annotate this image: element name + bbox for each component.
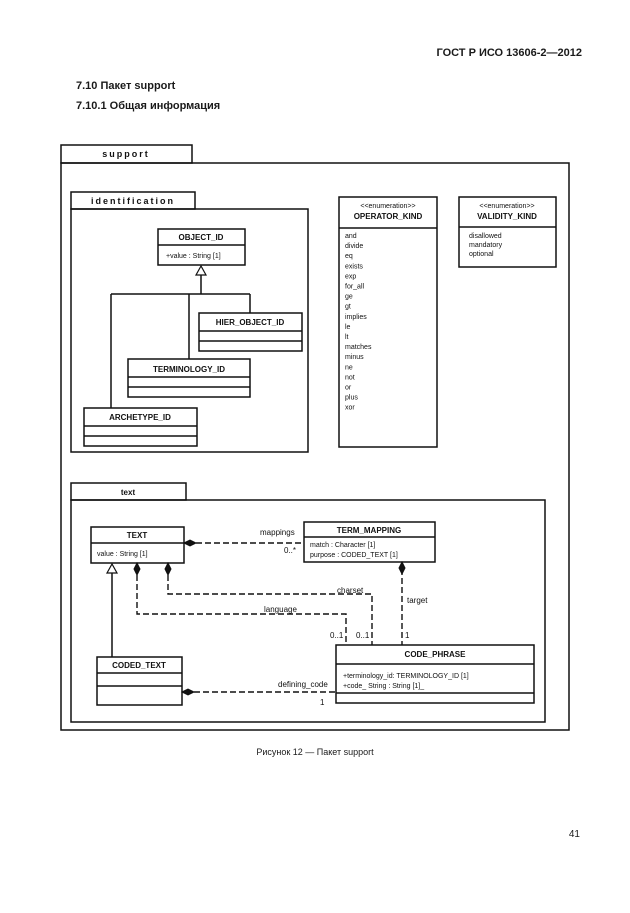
charset-multiplicity: 0..1 [356, 631, 370, 640]
enum-value: eq [345, 253, 353, 260]
composition-diamond [133, 561, 141, 577]
text-class-name: TEXT [127, 531, 148, 540]
enum-value: exists [345, 263, 363, 270]
enum-value: matches [345, 344, 372, 351]
support-package-title: support [102, 149, 150, 159]
charset-label: charset [337, 586, 364, 595]
term-mapping-name: TERM_MAPPING [337, 526, 401, 535]
defining-code-label: defining_code [278, 680, 328, 689]
coded-text-name: CODED_TEXT [112, 661, 166, 670]
validity-kind-enum [458, 196, 557, 268]
mappings-label: mappings [260, 528, 295, 537]
support-package-frame [60, 162, 570, 731]
validity-kind-name: VALIDITY_KIND [477, 212, 537, 221]
term-mapping-attr-purpose: purpose : CODED_TEXT [1] [310, 552, 398, 559]
enum-value: optional [469, 251, 494, 258]
composition-diamond [398, 560, 406, 576]
archetype-id-class [83, 407, 198, 447]
coded-text-class [96, 656, 183, 706]
page-number: 41 [568, 829, 580, 840]
text-class-attr: value : String [1] [97, 551, 148, 558]
enum-value: gt [345, 304, 351, 311]
term-mapping-class [303, 521, 436, 563]
enum-value: ne [345, 364, 353, 371]
archetype-id-name: ARCHETYPE_ID [109, 413, 171, 422]
enum-value: plus [345, 395, 358, 402]
validity-kind-stereotype: <<enumeration>> [479, 203, 534, 210]
enum-value: xor [345, 405, 355, 412]
standard-header: ГОСТ Р ИСО 13606-2—2012 [436, 47, 582, 59]
code-phrase-attr-terminology: +terminology_id: TERMINOLOGY_ID [1] [343, 673, 469, 680]
section-heading-7-10: 7.10 Пакет support [76, 80, 176, 92]
figure-caption: Рисунок 12 — Пакет support [256, 747, 374, 757]
enum-value: implies [345, 314, 367, 321]
terminology-id-name: TERMINOLOGY_ID [153, 365, 225, 374]
enum-value: not [345, 374, 355, 381]
composition-diamond [182, 539, 198, 547]
object-id-name: OBJECT_ID [179, 233, 224, 242]
enum-value: le [345, 324, 351, 331]
code-phrase-attr-code: +code_ String : String [1]_ [343, 683, 424, 690]
enum-value: divide [345, 243, 363, 250]
code-phrase-name: CODE_PHRASE [405, 650, 467, 659]
identification-package-frame [70, 208, 309, 453]
enum-value: and [345, 233, 357, 240]
generalization-arrow [194, 264, 208, 276]
object-id-class [157, 228, 246, 266]
composition-diamond [180, 688, 196, 696]
target-multiplicity: 1 [405, 631, 410, 640]
enum-value: ge [345, 294, 353, 301]
enum-value: exp [345, 273, 356, 280]
hier-object-id-name: HIER_OBJECT_ID [216, 318, 285, 327]
defining-code-multiplicity: 1 [320, 698, 325, 707]
mappings-multiplicity: 0..* [284, 546, 296, 555]
code-phrase-class [335, 644, 535, 704]
enum-value: minus [345, 354, 364, 361]
term-mapping-attr-match: match : Character [1] [310, 542, 375, 549]
target-label: target [407, 596, 428, 605]
identification-package-title: identification [91, 196, 175, 206]
enum-value: lt [345, 334, 349, 341]
charset-association [167, 575, 373, 645]
language-label: language [264, 605, 297, 614]
object-id-attr: +value : String [1] [166, 253, 221, 260]
language-association [136, 575, 347, 645]
enum-value: disallowed [469, 233, 502, 240]
section-heading-7-10-1: 7.10.1 Общая информация [76, 100, 221, 112]
operator-kind-stereotype: <<enumeration>> [360, 203, 415, 210]
generalization-arrow [105, 562, 119, 574]
composition-diamond [164, 561, 172, 577]
enum-value: or [345, 385, 352, 392]
operator-kind-enum [338, 196, 438, 448]
text-package-title: text [121, 488, 136, 497]
operator-kind-name: OPERATOR_KIND [354, 212, 423, 221]
enum-value: for_all [345, 284, 365, 291]
enum-value: mandatory [469, 242, 503, 249]
text-package-frame [70, 499, 546, 723]
language-multiplicity: 0..1 [330, 631, 344, 640]
